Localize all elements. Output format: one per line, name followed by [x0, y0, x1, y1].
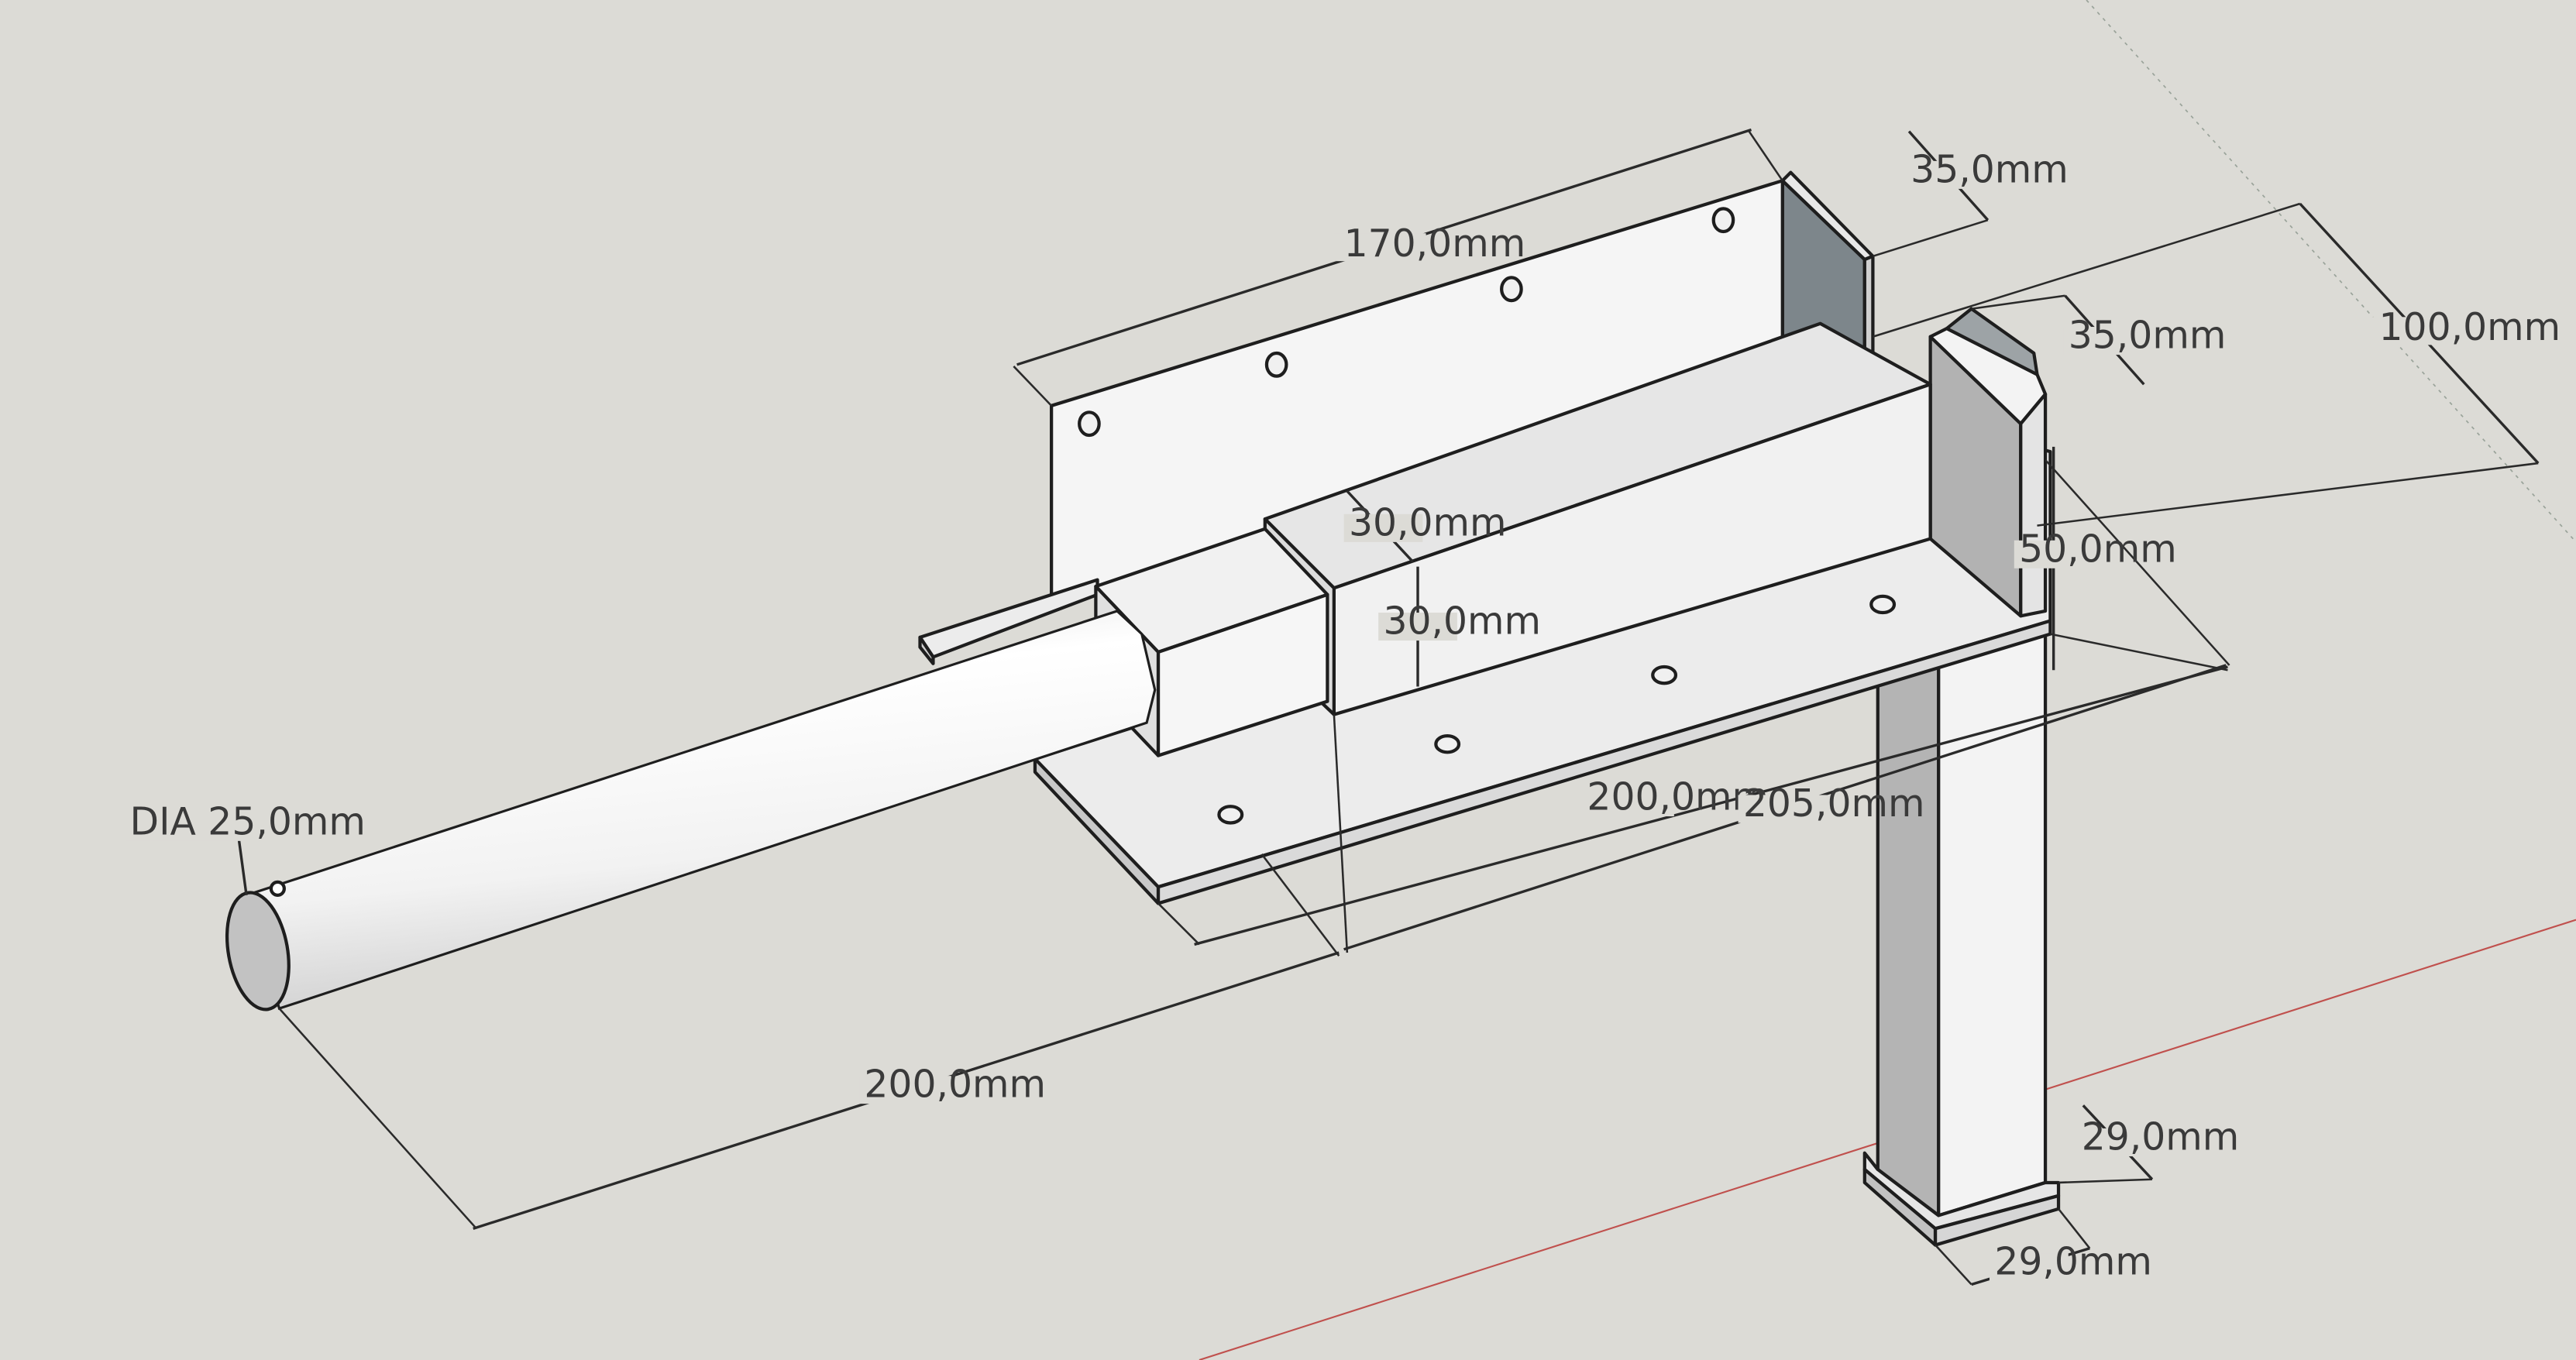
dim-step-depth: 30,0mm	[1349, 500, 1507, 544]
base-plate-left-flange-front	[918, 635, 935, 665]
base-hole	[1434, 733, 1461, 754]
dimension-labels: 170,0mm 35,0mm 100,0mm 35,0mm 50,0mm 30,…	[125, 147, 2561, 1284]
dim-rod-length: 200,0mm	[864, 1063, 1046, 1107]
end-stop-back-rail	[1945, 307, 2039, 376]
base-hole	[1651, 665, 1678, 685]
rod-end-face	[225, 891, 291, 1011]
rod-body	[245, 610, 1157, 1011]
dim-leg-width-front: 29,0mm	[1994, 1240, 2152, 1284]
green-axis-dotted-line	[2086, 0, 2576, 543]
dim-plate-length: 170,0mm	[1344, 222, 1526, 266]
base-hole	[1217, 805, 1244, 825]
leg-front-face	[1937, 603, 2048, 1217]
rod-pin	[269, 880, 286, 897]
dim-post-height: 50,0mm	[2019, 527, 2177, 571]
dim-slider-width-top: 35,0mm	[2069, 314, 2227, 358]
dim-plate-height: 35,0mm	[1911, 147, 2069, 191]
mounting-hole	[1078, 410, 1101, 438]
dim-block-height: 30,0mm	[1383, 599, 1541, 644]
dim-base-length-overall: 205,0mm	[1743, 781, 1925, 826]
base-hole	[1869, 594, 1897, 615]
dim-overall-depth: 100,0mm	[2379, 305, 2561, 349]
dim-leg-width-side: 29,0mm	[2082, 1115, 2240, 1159]
mounting-hole	[1264, 351, 1288, 378]
mounting-hole	[1500, 276, 1523, 303]
end-stop-top-face	[1928, 327, 2048, 426]
leg-side-face	[1876, 635, 1941, 1217]
mounting-hole	[1711, 207, 1735, 234]
end-stop-right-face	[2019, 392, 2048, 618]
dim-rod-diameter: DIA 25,0mm	[130, 799, 366, 843]
support-leg[interactable]	[1862, 603, 2061, 1247]
